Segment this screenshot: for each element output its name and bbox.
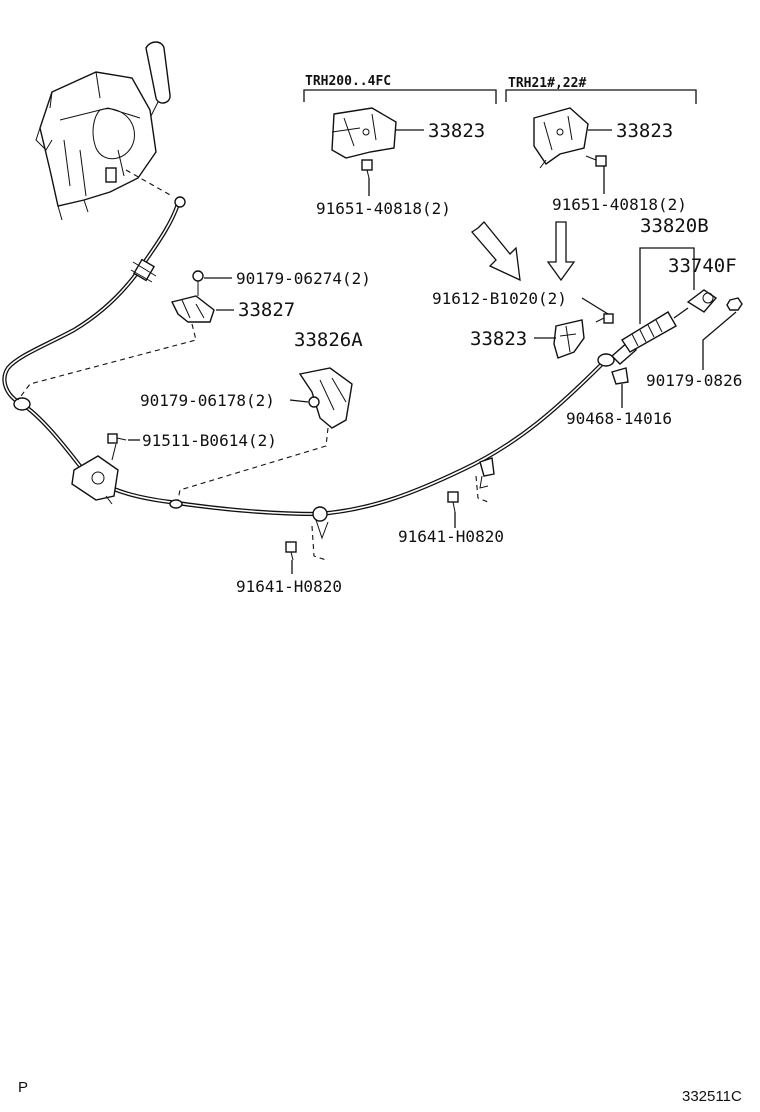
variant-header-left (303, 89, 497, 104)
header-right-variant: TRH21#,22# (508, 76, 586, 91)
label-cable-assy: 33820B (640, 215, 709, 237)
label-group: TRH200..4FC TRH21#,22# 33823 33823 91651… (18, 74, 742, 1105)
label-nut-06178: 90179-06178(2) (140, 391, 275, 410)
shift-cable (2, 196, 743, 540)
label-bracket-33826a: 33826A (294, 329, 363, 351)
label-bracket-left: 33823 (428, 120, 485, 142)
bracket-33823-lower (534, 297, 614, 359)
label-bolt-right: 91651-40818(2) (552, 195, 687, 214)
label-bolt-b0614: 91511-B0614(2) (142, 431, 277, 450)
label-bracket-33827: 33827 (238, 299, 295, 321)
label-clip-14016: 90468-14016 (566, 409, 672, 428)
label-nut-06274: 90179-06274(2) (236, 269, 371, 288)
header-left-variant: TRH200..4FC (305, 74, 391, 89)
arrow-right-variant (546, 221, 576, 282)
label-nut-08262: 90179-0826 (646, 371, 742, 390)
page-marker: P (18, 1079, 28, 1096)
leader-lines (128, 247, 737, 441)
bracket-33827 (17, 270, 215, 401)
bolt-b0614 (107, 433, 127, 444)
arrow-left-variant (471, 221, 521, 282)
bracket-33823-right (533, 107, 612, 194)
bracket-33826a (177, 367, 353, 501)
bolt-h0820-left (285, 525, 327, 574)
variant-header-right (505, 89, 697, 104)
bolt-h0820-right (447, 475, 489, 528)
bracket-33823-left (331, 107, 424, 196)
label-bolt-b1020: 91612-B1020(2) (432, 289, 567, 308)
label-bracket-right: 33823 (616, 120, 673, 142)
label-bolt-h0820-left: 91641-H0820 (236, 577, 342, 596)
diagram-code: 332511C (682, 1088, 742, 1105)
label-cable-end: 33740F (668, 255, 737, 277)
label-bracket-lower: 33823 (470, 328, 527, 350)
label-bolt-left: 91651-40818(2) (316, 199, 451, 218)
label-bolt-h0820-right: 91641-H0820 (398, 527, 504, 546)
shift-lever-assembly (35, 41, 173, 221)
